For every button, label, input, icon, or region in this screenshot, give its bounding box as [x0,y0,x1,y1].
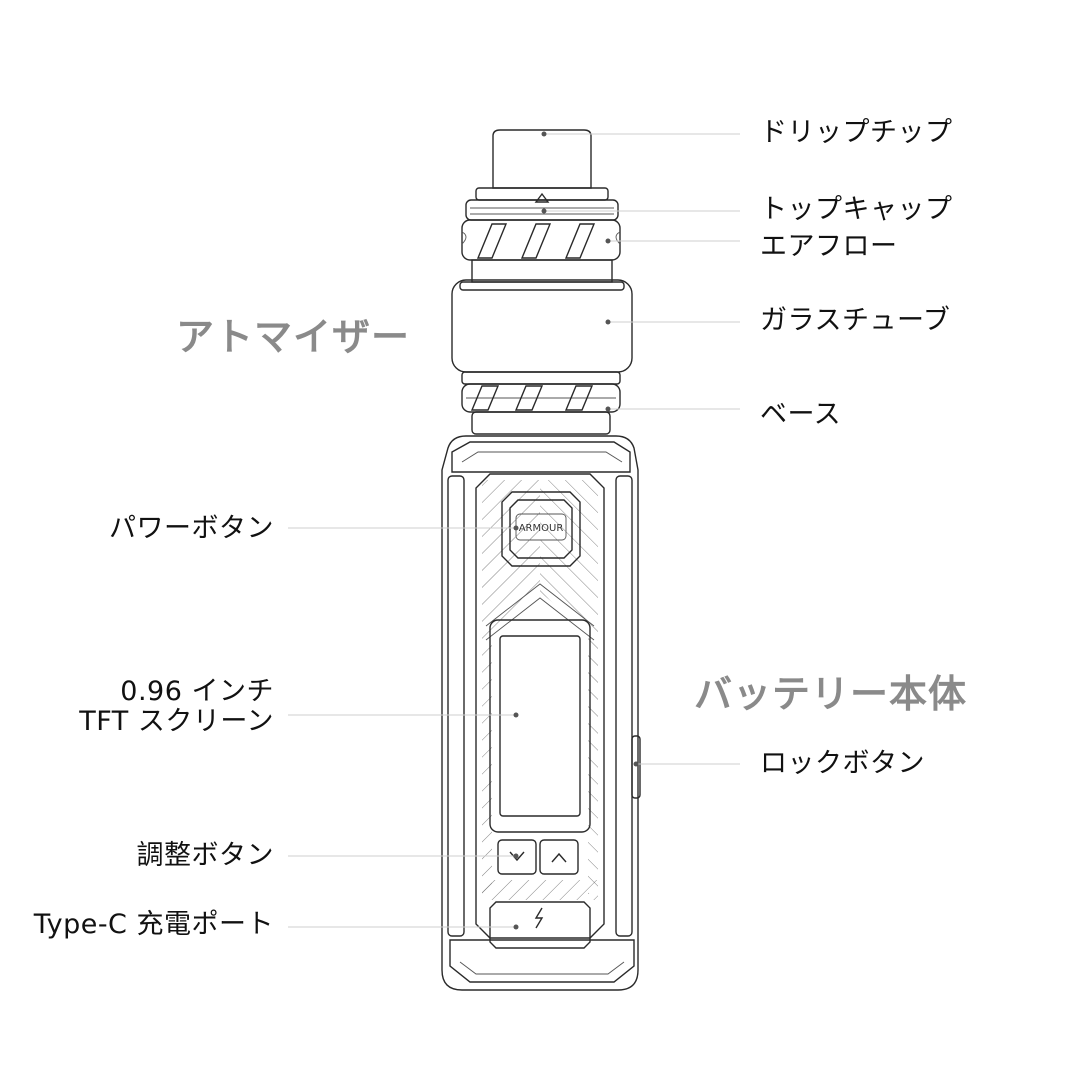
tft-screen [489,619,591,833]
label-top-cap: トップキャップ [760,194,953,225]
power-button[interactable]: ARMOUR [501,491,581,567]
label-lock-button: ロックボタン [760,748,925,779]
atomizer [451,129,633,435]
down-button[interactable] [497,839,537,875]
leader-lines [288,131,740,930]
adjust-buttons [497,839,579,875]
chevron-up-icon [551,852,567,863]
section-title-battery: バッテリー本体 [694,672,968,716]
base-ring [461,383,621,413]
battery-body: ARMOUR [441,435,641,991]
label-screen-line1: 0.96 インチ [120,676,274,707]
chevron-down-icon [509,851,525,862]
airflow-ring [461,219,621,261]
label-adjust-buttons: 調整ボタン [136,840,274,871]
label-power-button: パワーボタン [109,513,274,544]
glass-tube [451,279,633,373]
drip-tip [492,129,592,189]
triangle-marker-icon [534,192,550,203]
label-glass-tube: ガラスチューブ [760,305,951,336]
section-title-atomizer: アトマイザー [176,315,411,359]
lightning-bolt-icon [534,907,544,929]
top-cap [465,187,619,221]
label-screen-line2: TFT スクリーン [79,706,274,737]
label-drip-tip: ドリップチップ [760,117,953,148]
lock-button[interactable] [631,735,641,799]
up-button[interactable] [539,839,579,875]
label-airflow: エアフロー [760,231,898,262]
label-type-c-port: Type-C 充電ポート [33,909,274,940]
armour-logo: ARMOUR [519,523,564,534]
type-c-port [489,901,591,949]
label-base: ベース [760,399,842,430]
